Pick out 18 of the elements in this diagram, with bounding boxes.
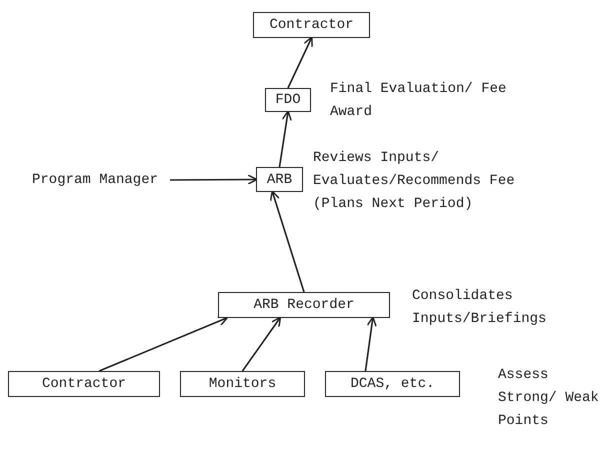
process-box: Contractor <box>8 371 160 397</box>
arrow <box>364 316 377 372</box>
annotation-text: Assess Strong/ Weak Points <box>498 366 600 431</box>
process-box: Monitors <box>180 371 305 397</box>
annotation-text: Consolidates Inputs/Briefings <box>412 287 548 329</box>
arrow <box>278 110 292 168</box>
annotation-text: Reviews Inputs/ Evaluates/Recommends Fee (Plans Next Period) <box>313 149 516 214</box>
process-box: Contractor <box>253 12 370 38</box>
process-box: ARB <box>256 167 303 192</box>
arrow <box>242 316 282 372</box>
process-box: DCAS, etc. <box>325 371 460 397</box>
process-box: ARB Recorder <box>218 292 390 318</box>
arrow <box>287 36 313 88</box>
arrow <box>170 174 258 185</box>
annotation-text: Final Evaluation/ Fee Award <box>330 80 508 122</box>
arrow <box>98 316 228 372</box>
process-box: FDO <box>265 88 311 112</box>
arrow <box>270 190 305 292</box>
